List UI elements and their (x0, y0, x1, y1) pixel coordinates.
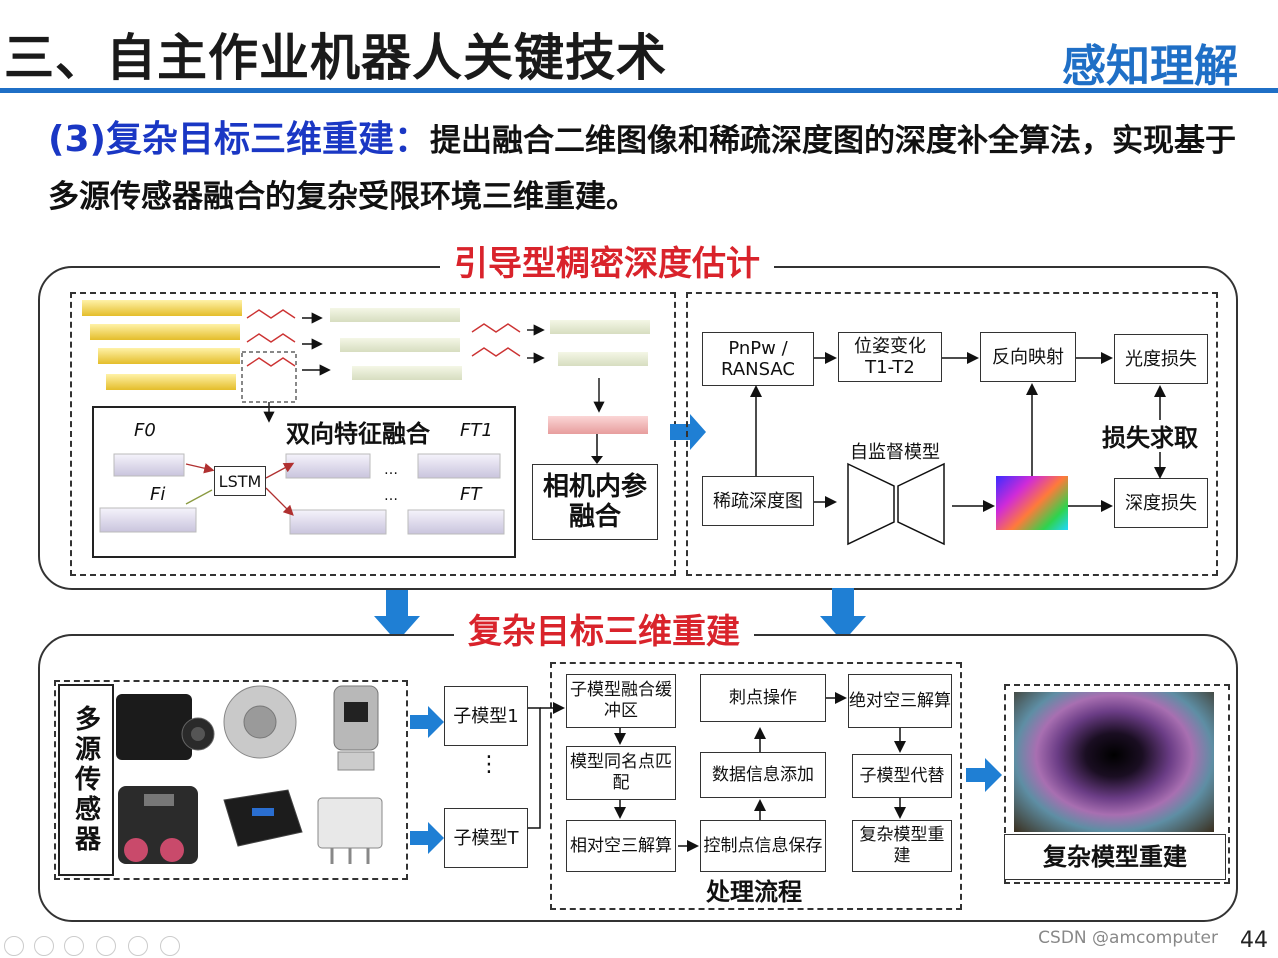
f0-label: F0 (134, 420, 156, 441)
description: (3)复杂目标三维重建：提出融合二维图像和稀疏深度图的深度补全算法，实现基于多源… (48, 112, 1238, 225)
blue-arrow-submodelT (410, 822, 444, 854)
self-supervised-model-label: 自监督模型 (850, 442, 940, 463)
ellipsis-bottom: … (384, 488, 398, 504)
ft-label: FT (460, 484, 482, 505)
feature-pyramid (82, 300, 650, 423)
processing-connectors (528, 692, 906, 852)
blue-arrow-submodel1 (410, 706, 444, 738)
absolute-aerotriangulation-box: 绝对空三解算 (848, 674, 952, 728)
self-supervision-area (686, 292, 1218, 576)
processing-flow-label: 处理流程 (706, 878, 802, 906)
arrow-to-camera-fusion (591, 434, 603, 464)
zoom-icon[interactable] (128, 936, 148, 956)
fi-label: Fi (150, 484, 166, 505)
depth-map-image (996, 476, 1068, 530)
reconstructed-cave-image (1014, 692, 1214, 832)
ellipsis-top: … (384, 462, 398, 478)
slide-title: 三、自主作业机器人关键技术 (4, 29, 667, 87)
more-icon[interactable] (160, 936, 180, 956)
depth-feature-bar (548, 416, 648, 434)
pen-icon[interactable] (64, 936, 84, 956)
add-data-info-box: 数据信息添加 (700, 752, 826, 798)
result-area (1004, 684, 1230, 884)
fusion-buffer-box: 子模型融合缓冲区 (566, 674, 676, 728)
prev-slide-icon[interactable] (4, 936, 24, 956)
sensor-images (116, 685, 383, 864)
title-rule (0, 88, 1278, 93)
ft1-label: FT1 (460, 420, 493, 441)
down-arrow-left (374, 590, 420, 642)
sparse-depth-box: 稀疏深度图 (702, 476, 814, 526)
description-text: 提出融合二维图像和稀疏深度图的深度补全算法，实现基于多源传感器融合的复杂受限环境… (48, 123, 1236, 215)
blue-right-arrow (670, 414, 706, 450)
self-supervision-connectors (750, 352, 1166, 546)
submodel-T-box: 子模型T (444, 808, 528, 868)
reprojection-box: 反向映射 (980, 332, 1076, 382)
slides-icon[interactable] (96, 936, 116, 956)
puncture-operation-box: 刺点操作 (700, 674, 826, 722)
blue-arrow-result (966, 758, 1002, 792)
sensor-area (54, 680, 408, 880)
result-label: 复杂模型重建 (1004, 834, 1226, 880)
page-number: 44 (1240, 928, 1268, 953)
next-slide-icon[interactable] (34, 936, 54, 956)
photometric-loss-box: 光度损失 (1114, 334, 1208, 384)
complex-model-rebuild-box: 复杂模型重建 (852, 820, 952, 872)
lstm-fusion-graphic (99, 453, 505, 535)
relative-aerotriangulation-box: 相对空三解算 (566, 820, 676, 872)
lstm-block: LSTM (214, 466, 266, 496)
section-tag: 感知理解 (1062, 41, 1238, 92)
down-arrow-right (820, 588, 866, 642)
depth-loss-box: 深度损失 (1114, 478, 1208, 528)
description-heading: (3)复杂目标三维重建： (48, 119, 430, 160)
camera-intrinsics-fusion: 相机内参融合 (532, 464, 658, 540)
reconstruction-title: 复杂目标三维重建 (454, 604, 754, 653)
sensors-label: 多源传感器 (58, 684, 114, 876)
submodel-replace-box: 子模型代替 (852, 754, 952, 798)
bidirectional-fusion-box (92, 406, 516, 558)
submodel-vdots: ⋮ (478, 752, 500, 777)
pnp-ransac-box: PnPw / RANSAC (702, 332, 814, 386)
point-matching-box: 模型同名点匹配 (566, 746, 676, 800)
pose-change-box: 位姿变化 T1-T2 (838, 332, 942, 382)
watermark: CSDN @amcomputer (1038, 928, 1218, 948)
depth-estimation-title: 引导型稠密深度估计 (440, 236, 774, 285)
fusion-label: 双向特征融合 (286, 420, 430, 448)
save-control-points-box: 控制点信息保存 (700, 820, 826, 872)
loss-calc-label: 损失求取 (1102, 424, 1198, 452)
processing-flow-area (550, 662, 962, 910)
submodel-1-box: 子模型1 (444, 686, 528, 746)
